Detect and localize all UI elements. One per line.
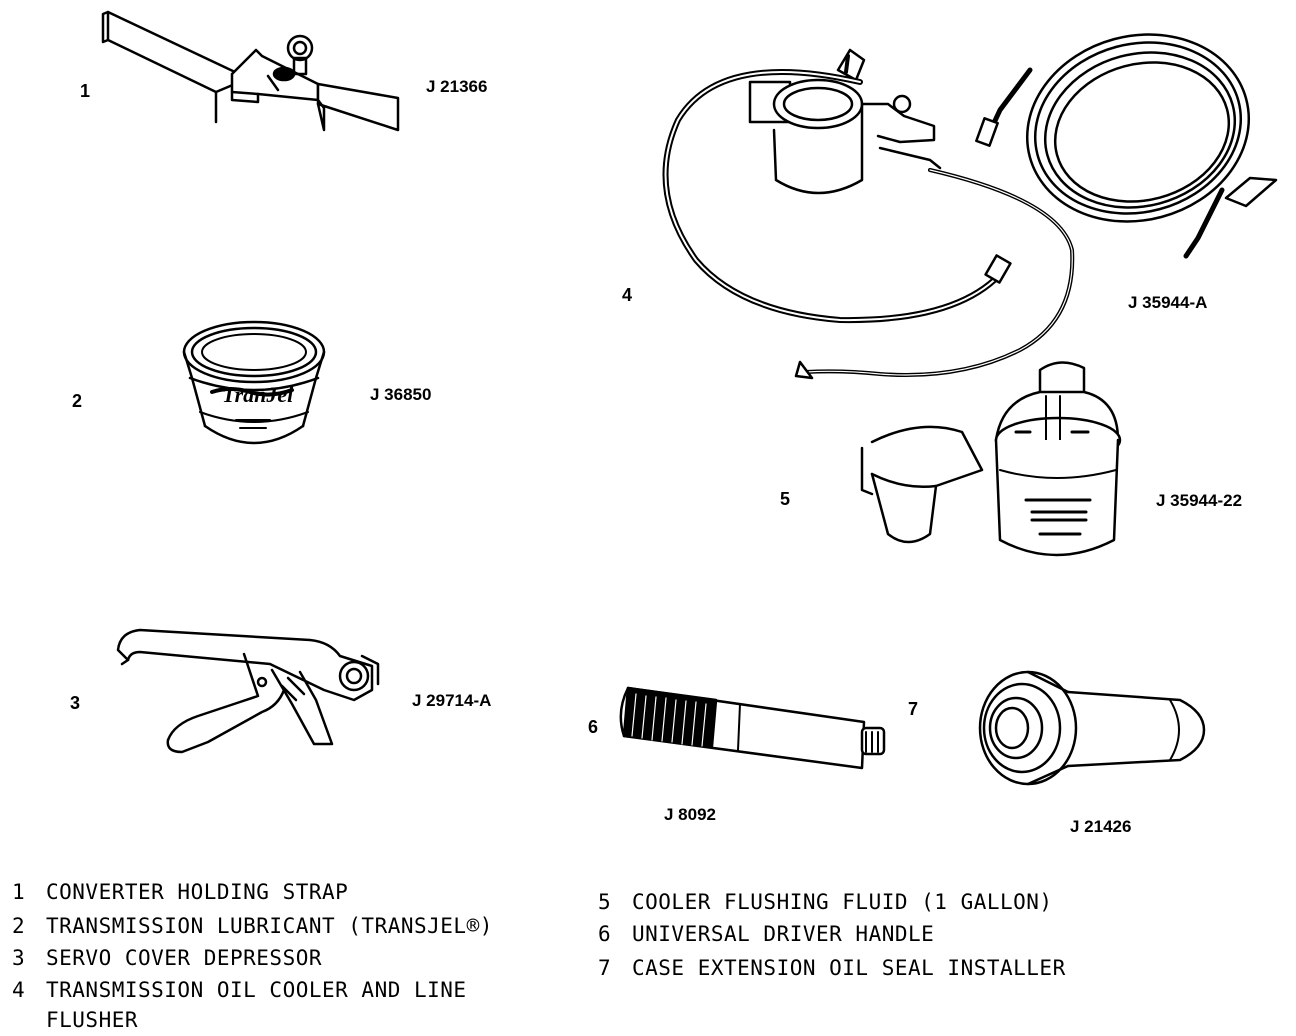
part-number-5: J 35944-22 xyxy=(1156,491,1243,510)
legend-text: CASE EXTENSION OIL SEAL INSTALLER xyxy=(632,956,1066,980)
legend-number: 6 xyxy=(598,922,612,946)
callout-number-4: 4 xyxy=(622,285,633,305)
legend-item-2: 2 TRANSMISSION LUBRICANT (TRANSJEL®) xyxy=(12,916,493,937)
servo-cover-depressor-drawing xyxy=(118,630,378,752)
flushing-fluid-drawing xyxy=(862,362,1120,555)
legend-item-7: 7 CASE EXTENSION OIL SEAL INSTALLER xyxy=(598,958,1066,979)
part-number-6: J 8092 xyxy=(664,805,716,824)
legend-item-6: 6 UNIVERSAL DRIVER HANDLE xyxy=(598,924,934,945)
legend-item-5: 5 COOLER FLUSHING FLUID (1 GALLON) xyxy=(598,892,1053,913)
callout-number-1: 1 xyxy=(80,81,91,101)
transjel-tub-drawing: TranJel xyxy=(184,322,324,443)
part-number-1: J 21366 xyxy=(426,77,488,96)
callout-number-7: 7 xyxy=(908,699,919,719)
legend-number: 2 xyxy=(12,914,26,938)
legend-number: 4 xyxy=(12,978,26,1002)
callout-number-3: 3 xyxy=(70,693,81,713)
part-number-4: J 35944-A xyxy=(1128,293,1208,312)
legend-text: SERVO COVER DEPRESSOR xyxy=(46,946,323,970)
line-flusher-drawing xyxy=(666,10,1276,378)
part-number-2: J 36850 xyxy=(370,385,432,404)
seal-installer-drawing xyxy=(980,672,1204,784)
legend-text: CONVERTER HOLDING STRAP xyxy=(46,880,349,904)
callout-number-5: 5 xyxy=(780,489,791,509)
callout-number-6: 6 xyxy=(588,717,599,737)
tub-label-text: TranJel xyxy=(222,382,294,407)
part-number-3: J 29714-A xyxy=(412,691,492,710)
legend-number: 7 xyxy=(598,956,612,980)
legend-number: 5 xyxy=(598,890,612,914)
driver-handle-drawing xyxy=(621,688,884,768)
legend-text: UNIVERSAL DRIVER HANDLE xyxy=(632,922,935,946)
legend-text: COOLER FLUSHING FLUID (1 GALLON) xyxy=(632,890,1053,914)
legend-text: TRANSMISSION LUBRICANT (TRANSJEL®) xyxy=(46,914,493,938)
part-number-7: J 21426 xyxy=(1070,817,1132,836)
legend-item-3: 3 SERVO COVER DEPRESSOR xyxy=(12,948,322,969)
legend-text: TRANSMISSION OIL COOLER AND LINE xyxy=(46,978,467,1002)
callout-number-2: 2 xyxy=(72,391,83,411)
legend-item-1: 1 CONVERTER HOLDING STRAP xyxy=(12,882,348,903)
legend-item-4-continuation: FLUSHER xyxy=(46,1008,139,1032)
converter-holding-strap-drawing xyxy=(103,12,398,130)
legend-item-4: 4 TRANSMISSION OIL COOLER AND LINE xyxy=(12,980,467,1001)
legend-number: 1 xyxy=(12,880,26,904)
legend-number: 3 xyxy=(12,946,26,970)
